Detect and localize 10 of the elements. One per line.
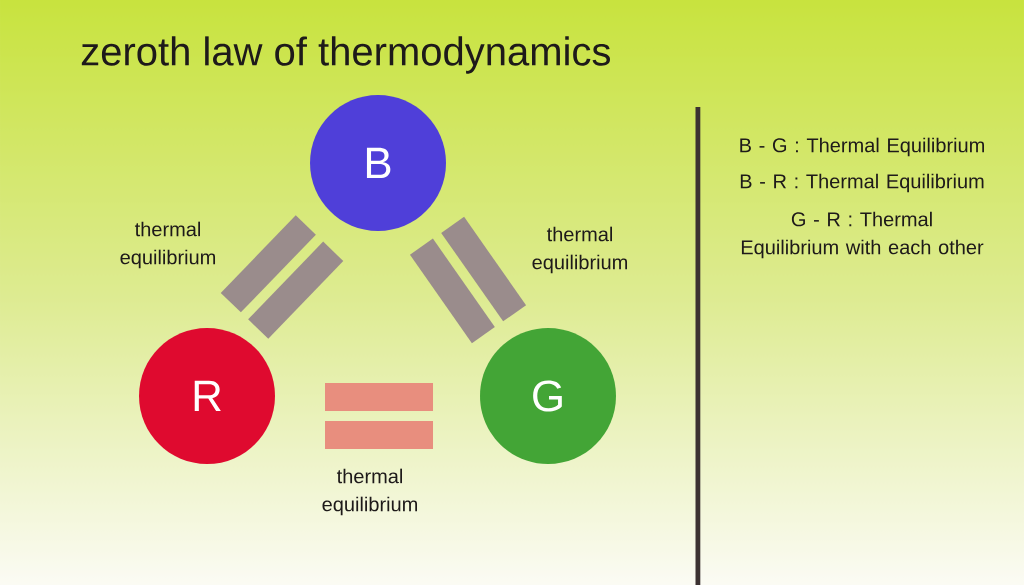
relation-text: B - G : Thermal Equilibrium <box>740 137 984 157</box>
equilibrium-label: thermal equilibrium <box>532 226 627 274</box>
circle-node: R <box>139 328 275 464</box>
circle-node: G <box>480 328 616 464</box>
relation-text: B - R : Thermal Equilibrium <box>740 173 984 193</box>
title: zeroth law of thermodynamics <box>81 36 610 74</box>
relation-text: G - R : Thermal Equilibrium with each other <box>741 211 984 259</box>
circle-node: B <box>310 95 446 231</box>
equilibrium-label: thermal equilibrium <box>120 221 215 269</box>
equilibrium-label: thermal equilibrium <box>322 468 417 516</box>
